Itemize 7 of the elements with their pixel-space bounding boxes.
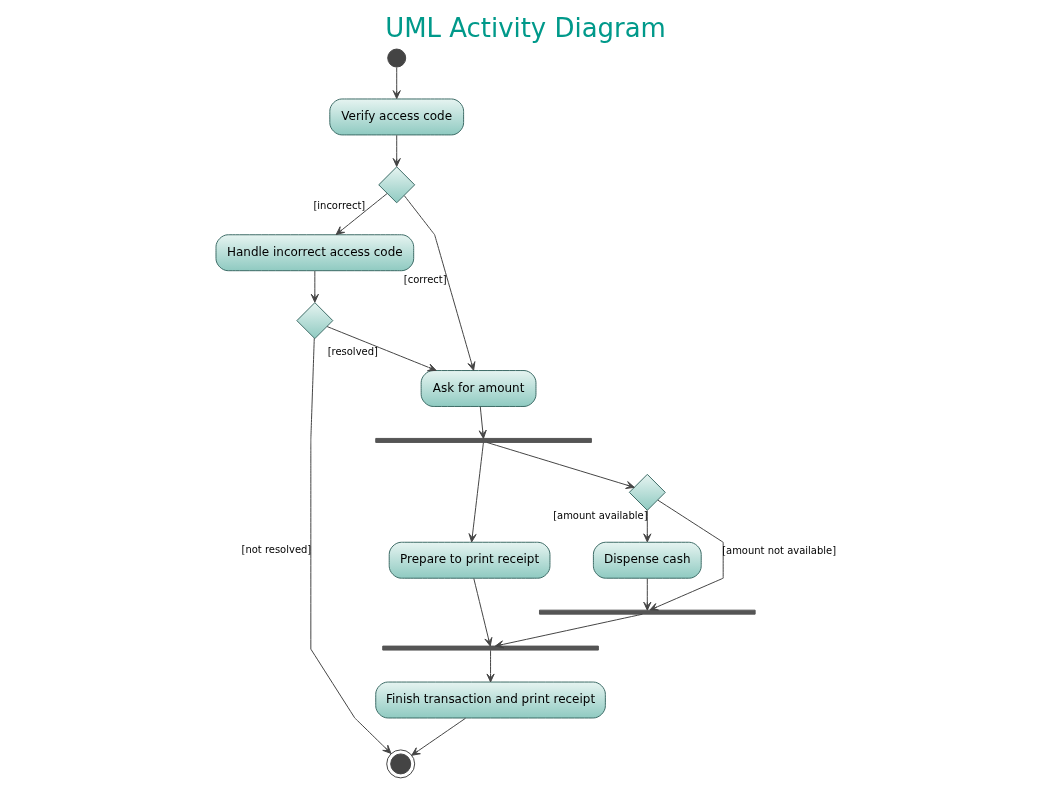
- edge-label: [not resolved]: [241, 543, 311, 555]
- edge-label: [amount available]: [552, 510, 648, 522]
- edge-label: [amount not available]: [721, 545, 836, 557]
- edge-label: [incorrect]: [312, 199, 365, 211]
- edge-label: [correct]: [403, 273, 447, 285]
- edge-label: [resolved]: [327, 345, 378, 357]
- diagram-title: UML Activity Diagram: [384, 12, 666, 43]
